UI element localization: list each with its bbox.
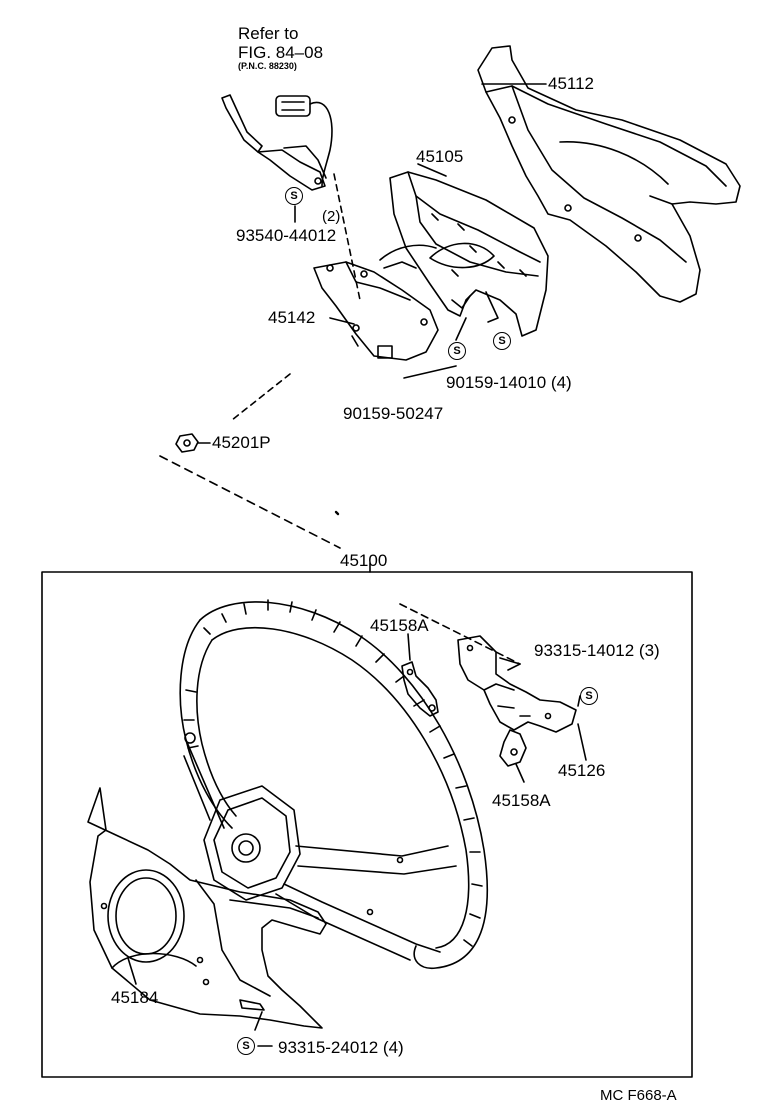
retainer-45158A-top-drawing bbox=[401, 661, 439, 717]
part-label-90159-14010: 90159-14010 (4) bbox=[446, 373, 572, 392]
s-symbol-icon: S bbox=[285, 187, 303, 205]
figure-code: MC F668-A bbox=[600, 1087, 677, 1104]
part-label-45105: 45105 bbox=[416, 147, 464, 166]
part-label-93315-24012: 93315-24012 (4) bbox=[278, 1038, 404, 1057]
part-quantity-93540: (2) bbox=[322, 208, 341, 225]
part-label-45142: 45142 bbox=[268, 308, 316, 327]
bracket-45142-drawing bbox=[313, 261, 439, 361]
part-label-45201P: 45201P bbox=[212, 433, 271, 452]
s-symbol-icon: S bbox=[493, 332, 511, 350]
pad-45112-drawing bbox=[477, 45, 741, 303]
s-symbol-icon: S bbox=[448, 342, 466, 360]
part-label-45126: 45126 bbox=[558, 761, 606, 780]
part-label-45112: 45112 bbox=[548, 74, 595, 93]
part-label-45158A-bottom: 45158A bbox=[492, 791, 551, 810]
s-symbol-icon: S bbox=[580, 687, 598, 705]
bracket-45126-drawing bbox=[457, 635, 577, 767]
pnc-reference: (P.N.C. 88230) bbox=[238, 61, 297, 71]
cover-45105-drawing bbox=[379, 171, 549, 337]
refer-to-text: Refer to bbox=[238, 24, 299, 43]
part-label-90159-50247: 90159-50247 bbox=[343, 404, 444, 423]
steering-wheel-drawing bbox=[179, 599, 488, 970]
assembly-frame bbox=[41, 571, 693, 1078]
s-symbol-icon: S bbox=[237, 1037, 255, 1055]
part-label-45158A-top: 45158A bbox=[370, 616, 429, 635]
part-label-93540-44012: 93540-44012 bbox=[236, 226, 337, 245]
nut-45201P-drawing bbox=[175, 433, 199, 453]
lower-cover-45184-drawing bbox=[87, 787, 327, 1029]
part-label-45100: 45100 bbox=[340, 551, 388, 570]
figure-reference: FIG. 84–08 bbox=[238, 43, 324, 62]
part-label-93315-14012: 93315-14012 (3) bbox=[534, 641, 660, 660]
part-label-45184: 45184 bbox=[111, 988, 159, 1007]
combination-switch-drawing bbox=[221, 94, 333, 191]
